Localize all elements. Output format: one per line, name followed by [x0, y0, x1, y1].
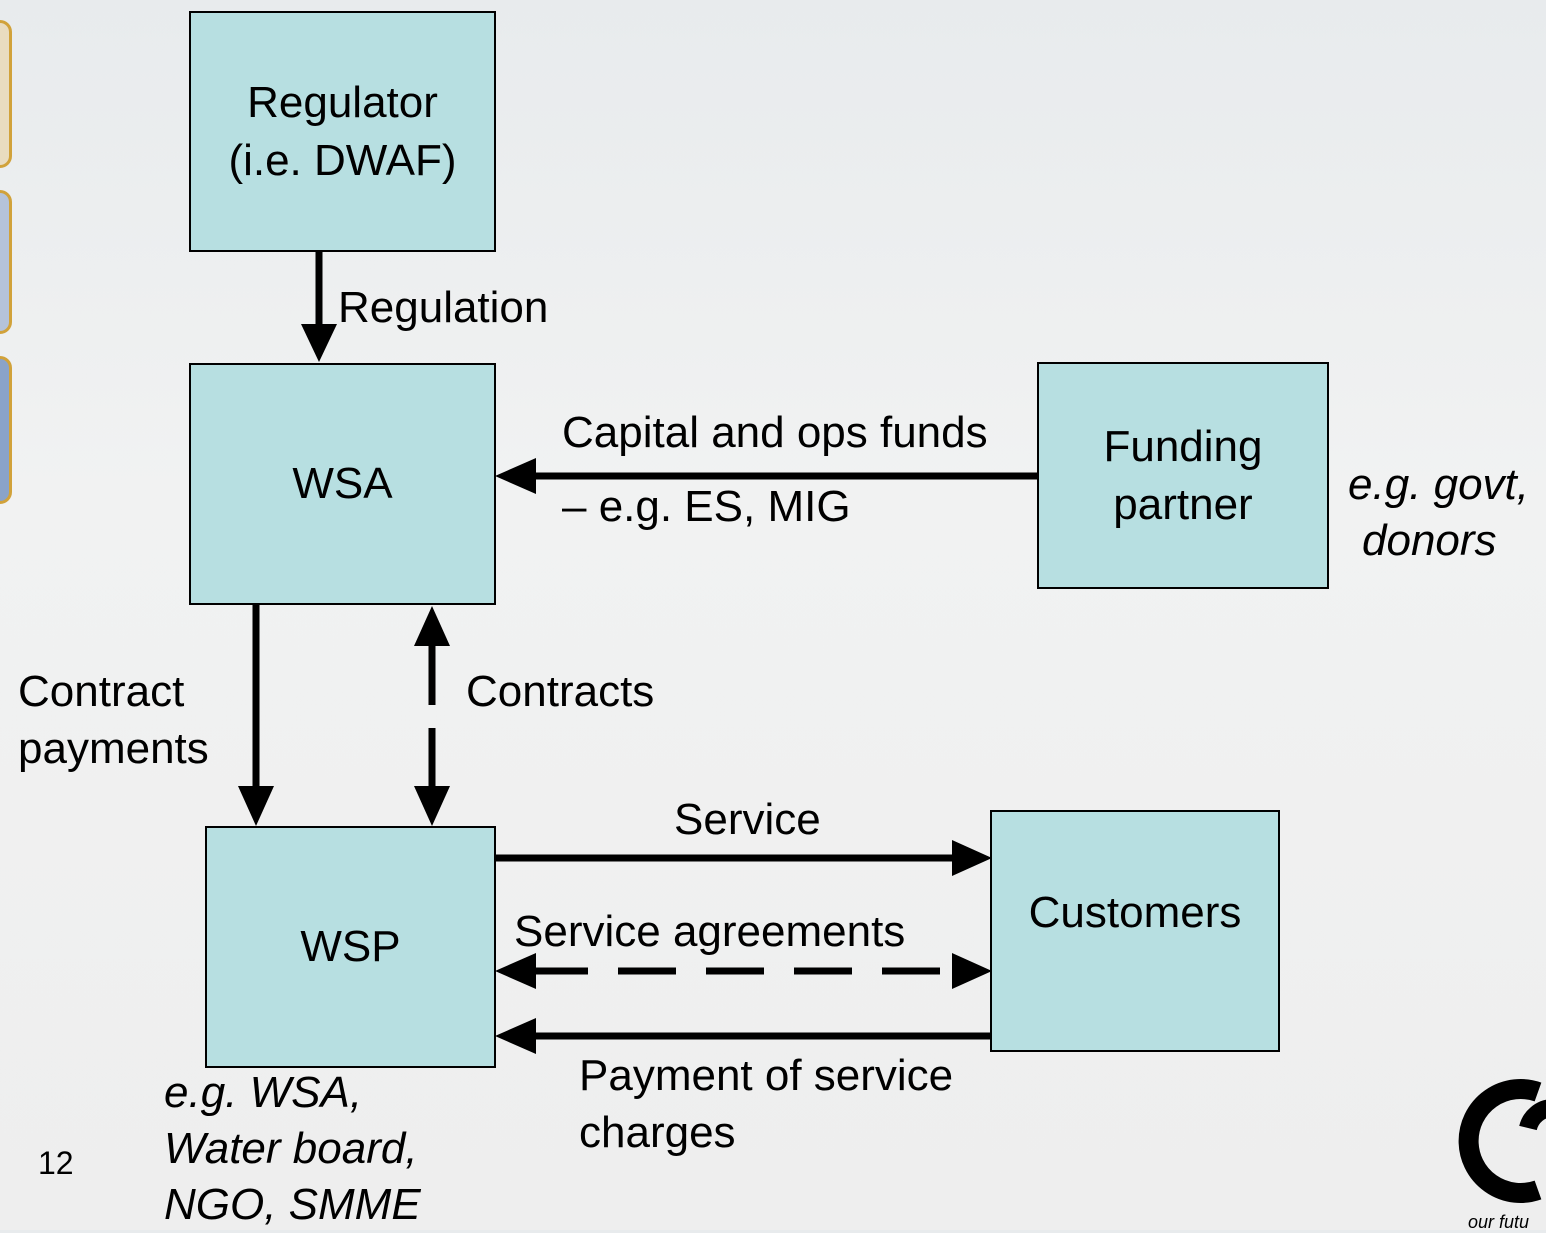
wsp-note-line3: NGO, SMME: [164, 1180, 421, 1229]
service-label: Service: [674, 795, 821, 844]
service-arrowhead: [952, 840, 992, 876]
payment-label-line2: charges: [579, 1108, 736, 1157]
wsp-note-line2: Water board,: [164, 1124, 418, 1173]
funding-partner-label: Funding partner: [1103, 421, 1263, 529]
regulation-label: Regulation: [338, 283, 549, 332]
capital-funds-label-line2: – e.g. ES, MIG: [562, 482, 851, 531]
wsp-note-line1: e.g. WSA,: [164, 1068, 363, 1117]
page-number: 12: [38, 1145, 74, 1181]
contracts-label: Contracts: [466, 667, 655, 716]
csir-logo-icon: [1458, 1079, 1546, 1203]
wsa-label: WSA: [292, 459, 393, 508]
wsp-label: WSP: [300, 922, 401, 971]
contract-payments-label-line2: payments: [18, 724, 209, 773]
contract-payments-label-line1: Contract: [18, 667, 185, 716]
wsp-box: WSP: [205, 826, 496, 1068]
service-agreements-arrowhead-left: [495, 953, 536, 989]
wsa-box: WSA: [189, 363, 496, 605]
service-agreements-label: Service agreements: [514, 907, 906, 956]
customers-label: Customers: [1028, 888, 1242, 937]
funding-note-line2: donors: [1362, 516, 1497, 565]
capital-funds-label-line1: Capital and ops funds: [562, 408, 988, 457]
logo-tagline: our futu: [1468, 1212, 1530, 1232]
regulator-box: Regulator (i.e. DWAF): [189, 11, 496, 252]
regulator-label: Regulator (i.e. DWAF): [228, 77, 457, 185]
regulation-arrowhead: [301, 324, 337, 362]
funding-note-line1: e.g. govt,: [1348, 460, 1530, 509]
service-agreements-arrowhead-right: [952, 953, 992, 989]
contract-payments-arrowhead: [238, 786, 274, 826]
funding-arrowhead: [495, 458, 536, 494]
funding-partner-box: Funding partner: [1037, 362, 1329, 589]
customers-box: Customers: [990, 810, 1280, 1052]
contracts-arrowhead-down: [414, 786, 450, 826]
payment-arrowhead: [495, 1018, 536, 1054]
contracts-arrowhead-up: [414, 606, 450, 646]
payment-label-line1: Payment of service: [579, 1051, 954, 1100]
